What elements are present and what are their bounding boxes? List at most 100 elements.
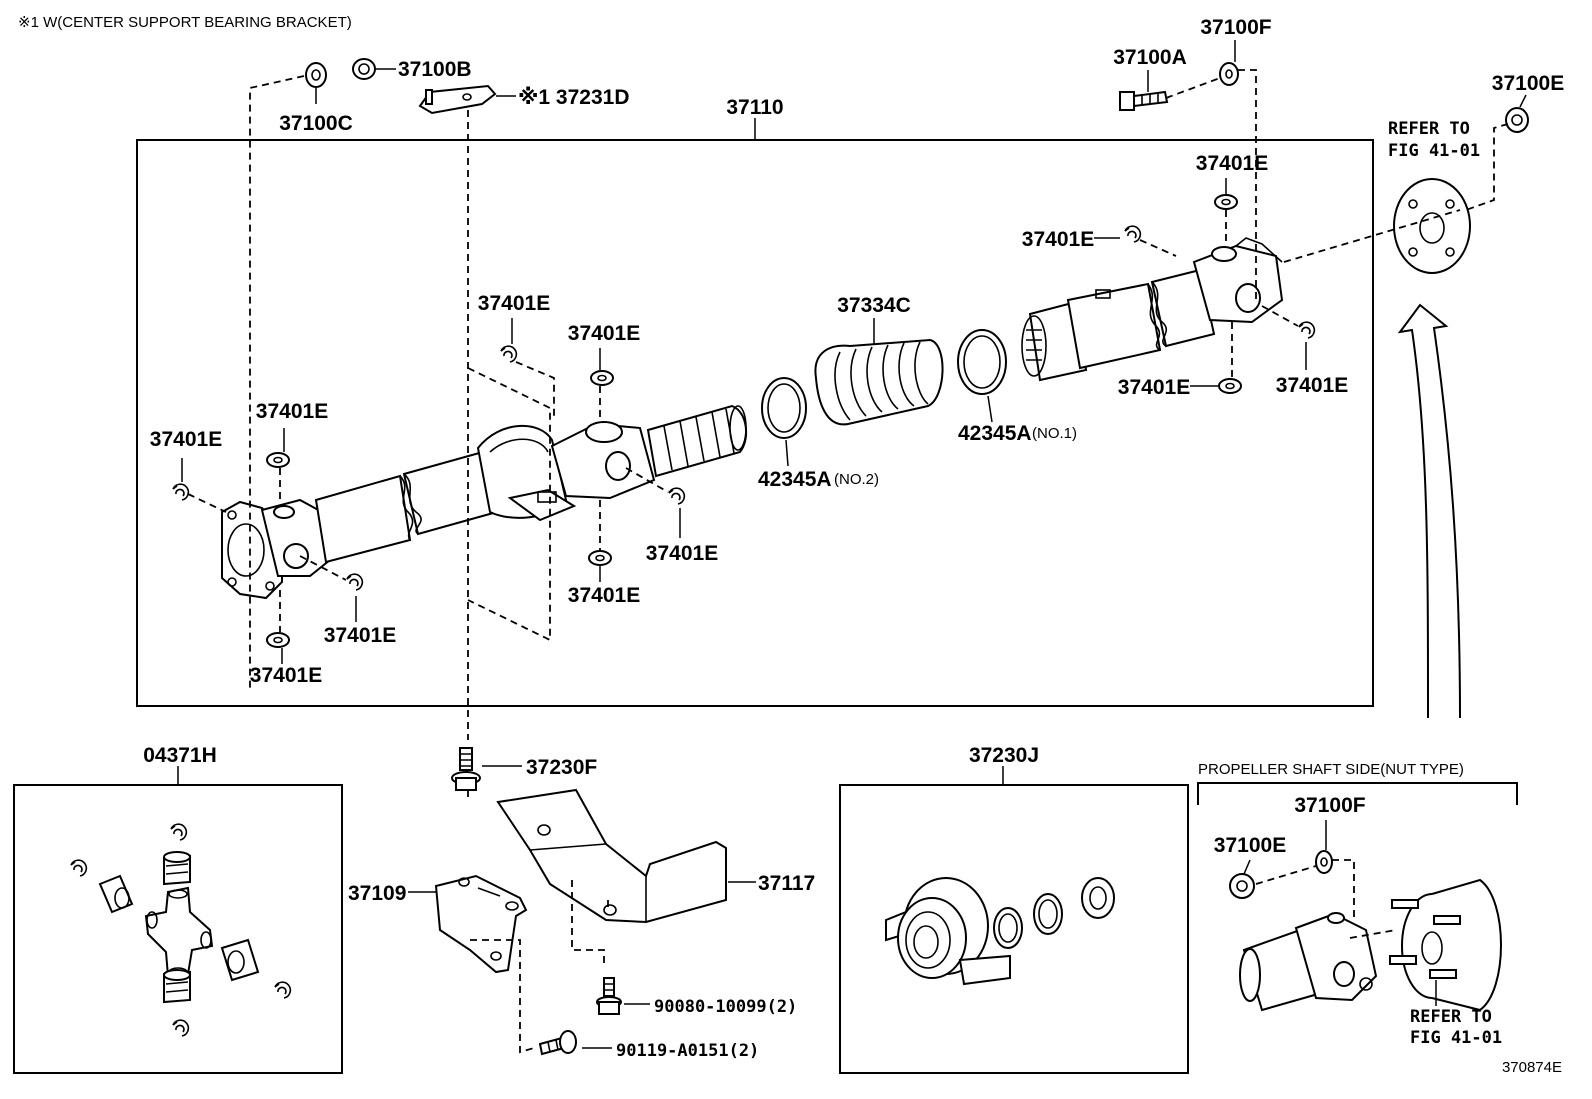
label-37334c: 37334C — [837, 294, 911, 317]
washer-37100f-top — [1219, 62, 1239, 86]
washer-37100f-bottom — [1315, 850, 1333, 874]
dash-nut-bottom — [1255, 865, 1317, 885]
dash-right-vertical — [1238, 69, 1257, 300]
label-42345a-no2-sub: (NO.2) — [834, 471, 879, 488]
label-42345a-no1-sub: (NO.1) — [1032, 425, 1077, 442]
refer-bottom-line2: FIG 41-01 — [1410, 1028, 1502, 1048]
label-90080: 90080-10099(2) — [654, 997, 797, 1017]
snap-ring-j — [1214, 194, 1238, 210]
center-bearing-frame — [839, 784, 1189, 1074]
front-tube-2 — [402, 448, 506, 536]
label-37230j: 37230J — [969, 744, 1039, 767]
center-bearing-37230j — [885, 877, 1011, 986]
label-37100e-top: 37100E — [1492, 72, 1564, 95]
label-37401e-b: 37401E — [256, 400, 328, 423]
label-37401e-d: 37401E — [250, 664, 322, 687]
snap-ring-c — [346, 573, 364, 591]
rear-tube-2 — [1150, 268, 1216, 348]
bearing-cup-left — [98, 874, 134, 914]
dash-90080 — [571, 880, 605, 968]
label-37401e-c: 37401E — [324, 624, 396, 647]
bearing-cup-top — [163, 851, 191, 886]
label-37401e-f: 37401E — [568, 322, 640, 345]
nut-37100e-bottom — [1229, 873, 1255, 899]
bearing-cup-bottom — [163, 969, 191, 1004]
label-37100f-top: 37100F — [1200, 16, 1271, 39]
label-37401e-i: 37401E — [1022, 228, 1094, 251]
bolt-90080 — [596, 977, 622, 1015]
protector-37117 — [496, 788, 727, 924]
label-37401e-e: 37401E — [478, 292, 550, 315]
boot-clamp-no1 — [957, 329, 1007, 395]
bolt-37100a — [1119, 90, 1169, 111]
label-37401e-h: 37401E — [568, 584, 640, 607]
slip-yoke-spline — [646, 404, 748, 478]
label-37100c: 37100C — [279, 112, 353, 135]
dash-e — [515, 361, 555, 420]
nut-37100e-top — [1505, 107, 1529, 133]
boot-clamp-no2 — [761, 377, 807, 439]
refer-top-line1: REFER TO — [1388, 119, 1470, 139]
snap-ring-h — [588, 550, 612, 566]
snap-ring-a — [172, 483, 190, 501]
label-90119: 90119-A0151(2) — [616, 1041, 759, 1061]
front-tube — [314, 474, 414, 564]
label-37401e-l: 37401E — [1276, 374, 1348, 397]
dash-bolt — [1165, 77, 1221, 99]
center-bearing-assembly — [476, 425, 577, 522]
dash-a — [187, 493, 227, 513]
label-37109: 37109 — [348, 882, 406, 905]
refer-top-line2: FIG 41-01 — [1388, 141, 1480, 161]
bracket-37231d — [418, 84, 497, 115]
dash-left-vertical — [249, 75, 305, 690]
label-04371h: 04371H — [143, 744, 217, 767]
propeller-shaft-side-bracket — [1197, 782, 1518, 805]
spacer-ring-2 — [1033, 893, 1063, 935]
dash-c — [299, 555, 347, 581]
label-37100a: 37100A — [1113, 46, 1187, 69]
universal-joint-middle — [550, 421, 656, 500]
dash-i — [1139, 239, 1177, 257]
nut-37100b — [352, 58, 376, 80]
rear-tube — [1066, 282, 1162, 370]
label-37231d: ※1 37231D — [518, 86, 630, 109]
snap-ring-b — [266, 452, 290, 468]
dash-90119 — [470, 939, 535, 1054]
bolt-90119 — [538, 1030, 577, 1056]
spacer-ring-1 — [993, 907, 1023, 949]
leader-37100e-bottom — [1243, 859, 1251, 875]
label-42345a-no1: 42345A — [958, 422, 1032, 445]
snap-ring-k — [1218, 378, 1242, 394]
washer-37100c — [305, 62, 327, 88]
label-37401e-k: 37401E — [1118, 376, 1190, 399]
bolt-37230f — [451, 747, 481, 791]
label-42345a-no2: 42345A — [758, 468, 832, 491]
label-37401e-a: 37401E — [150, 428, 222, 451]
leader-42345a-no2 — [785, 439, 789, 467]
snap-ring-e — [500, 345, 518, 363]
label-37401e-g: 37401E — [646, 542, 718, 565]
snap-ring-i — [1124, 225, 1142, 243]
dash-nut-e — [1465, 123, 1509, 211]
dash-g — [625, 467, 669, 493]
leader-37100e-top — [1519, 94, 1527, 108]
differential-flange — [1389, 878, 1502, 1012]
label-prop-shaft-side: PROPELLER SHAFT SIDE(NUT TYPE) — [1198, 761, 1464, 778]
direction-arrow — [1397, 303, 1461, 719]
label-37100b: 37100B — [398, 58, 472, 81]
snap-ring-g — [668, 487, 686, 505]
dash-bracket-box — [467, 367, 551, 642]
main-assembly-frame — [136, 139, 1374, 707]
dash-flange — [1283, 209, 1461, 263]
dust-boot-37334c — [814, 338, 944, 426]
figure-number: 370874E — [1502, 1059, 1562, 1076]
spider-kit-04371h — [70, 823, 292, 1037]
label-37110: 37110 — [726, 96, 783, 119]
dash-washer-bottom — [1332, 859, 1355, 920]
label-37117: 37117 — [758, 872, 815, 895]
snap-ring-d — [266, 632, 290, 648]
label-37100e-bottom: 37100E — [1214, 834, 1286, 857]
snap-ring-l — [1298, 321, 1316, 339]
yoke-bottom — [1239, 912, 1378, 1012]
